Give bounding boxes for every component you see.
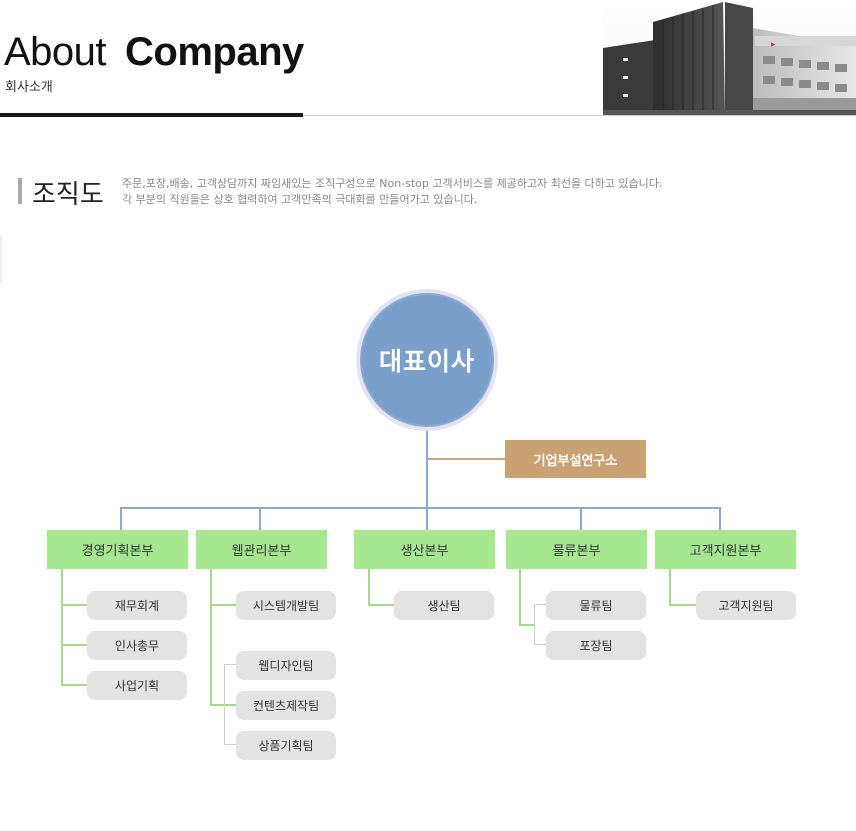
team-connector bbox=[210, 704, 236, 706]
dept-management: 경영기획본부 bbox=[47, 530, 188, 569]
team-connector-vertical bbox=[669, 569, 671, 606]
team-label: 물류팀 bbox=[579, 599, 613, 613]
team-label: 고객지원팀 bbox=[718, 599, 774, 613]
team-connector bbox=[368, 604, 394, 606]
team-item: 생산팀 bbox=[394, 591, 494, 620]
team-connector bbox=[61, 684, 87, 686]
team-connector bbox=[669, 604, 696, 606]
section-description-line-2: 각 부분의 직원들은 상호 협력하여 고객만족의 극대화를 만들어가고 있습니다… bbox=[122, 193, 478, 206]
dept-drop-3 bbox=[426, 507, 428, 530]
header-divider-accent bbox=[0, 113, 303, 117]
team-label: 상품기획팀 bbox=[258, 739, 314, 753]
team-connector-vertical bbox=[519, 569, 521, 626]
team-item: 상품기획팀 bbox=[236, 731, 336, 760]
page-title-company: Company bbox=[125, 30, 304, 74]
dept-logistics: 물류본부 bbox=[506, 530, 647, 569]
team-connector bbox=[61, 644, 87, 646]
team-item: 웹디자인팀 bbox=[236, 651, 336, 680]
team-connector-vertical bbox=[61, 569, 63, 686]
dept-drop-4 bbox=[580, 507, 582, 530]
team-item: 포장팀 bbox=[546, 631, 646, 660]
page-subtitle: 회사소개 bbox=[5, 80, 53, 95]
dept-drop-5 bbox=[719, 507, 721, 530]
team-label: 포장팀 bbox=[579, 639, 613, 653]
team-item: 시스템개발팀 bbox=[236, 591, 336, 620]
team-label: 웹디자인팀 bbox=[258, 659, 314, 673]
header-divider bbox=[0, 115, 856, 116]
team-connector bbox=[61, 604, 87, 606]
dept-label: 생산본부 bbox=[400, 544, 449, 559]
dept-production: 생산본부 bbox=[354, 530, 495, 569]
team-connector-vertical bbox=[210, 569, 212, 706]
team-item: 컨텐츠제작팀 bbox=[236, 691, 336, 720]
team-subconnector bbox=[224, 664, 236, 665]
team-label: 컨텐츠제작팀 bbox=[252, 699, 320, 713]
team-item: 재무회계 bbox=[87, 591, 187, 620]
team-label: 생산팀 bbox=[427, 599, 461, 613]
team-label: 재무회계 bbox=[114, 599, 160, 613]
team-subconnector bbox=[534, 644, 546, 645]
section-title: 조직도 bbox=[32, 180, 104, 210]
team-subconnector bbox=[534, 604, 546, 605]
team-label: 인사총무 bbox=[114, 639, 160, 653]
lab-label: 기업부설연구소 bbox=[533, 453, 618, 469]
team-subconnector bbox=[224, 744, 236, 745]
dept-drop-1 bbox=[120, 507, 122, 530]
team-subconnector-vertical bbox=[224, 664, 225, 745]
dept-label: 경영기획본부 bbox=[81, 544, 154, 559]
dept-customer-support: 고객지원본부 bbox=[655, 530, 796, 569]
team-item: 사업기획 bbox=[87, 671, 187, 700]
team-connector bbox=[210, 604, 236, 606]
dept-label: 고객지원본부 bbox=[689, 544, 762, 559]
section-description: 주문,포장,배송, 고객상담까지 짜임새있는 조직구성으로 Non-stop 고… bbox=[122, 176, 662, 208]
dept-connector-bar bbox=[120, 507, 721, 509]
team-item: 인사총무 bbox=[87, 631, 187, 660]
ceo-label: 대표이사 bbox=[378, 347, 475, 376]
svg-text:▶: ▶ bbox=[771, 42, 776, 48]
lab-connector bbox=[428, 458, 505, 460]
team-connector bbox=[519, 624, 535, 626]
ceo-node: 대표이사 bbox=[360, 293, 494, 427]
dept-label: 물류본부 bbox=[552, 544, 601, 559]
dept-drop-2 bbox=[259, 507, 261, 530]
ceo-connector bbox=[426, 431, 428, 508]
team-subconnector-vertical bbox=[534, 604, 535, 645]
dept-web: 웹관리본부 bbox=[196, 530, 327, 569]
team-label: 시스템개발팀 bbox=[252, 599, 320, 613]
team-item: 물류팀 bbox=[546, 591, 646, 620]
team-connector-vertical bbox=[368, 569, 370, 606]
lab-node: 기업부설연구소 bbox=[505, 440, 646, 478]
page-title-about: About bbox=[4, 30, 107, 74]
section-title-bar bbox=[18, 178, 22, 204]
team-item: 고객지원팀 bbox=[696, 591, 796, 620]
company-building-image: ▶ bbox=[603, 0, 856, 116]
dept-label: 웹관리본부 bbox=[231, 544, 292, 559]
section-description-line-1: 주문,포장,배송, 고객상담까지 짜임새있는 조직구성으로 Non-stop 고… bbox=[122, 177, 663, 190]
team-label: 사업기획 bbox=[114, 679, 160, 693]
left-edge-mark bbox=[0, 235, 2, 283]
